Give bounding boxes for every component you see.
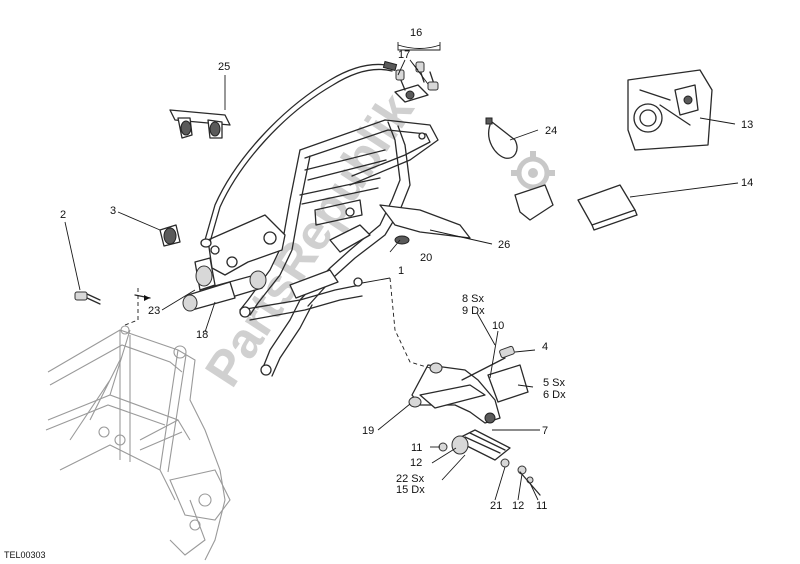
callout-26: 26 — [498, 239, 510, 251]
clamp-part-25 — [169, 109, 231, 139]
callout-11-c: 11 — [536, 500, 547, 512]
callout-20: 20 — [420, 252, 432, 264]
callout-10: 10 — [492, 320, 504, 332]
diagram-code: TEL00303 — [4, 550, 46, 560]
tool-pouch-13 — [627, 69, 713, 151]
callout-22-sx: 22 Sx — [396, 473, 425, 485]
callout-8-sx: 8 Sx — [462, 293, 485, 305]
callout-12-a: 12 — [410, 457, 422, 469]
callout-21: 21 — [490, 500, 502, 512]
callout-11-a: 11 — [411, 442, 422, 454]
link-bracket-assembly — [159, 214, 286, 312]
rear-subframe — [239, 119, 471, 377]
callout-19: 19 — [362, 425, 374, 437]
callout-23: 23 — [148, 305, 160, 317]
safety-cable-24 — [485, 117, 518, 159]
callout-3: 3 — [110, 205, 116, 217]
callout-24: 24 — [545, 125, 557, 137]
callout-13: 13 — [741, 119, 753, 131]
arrow-23 — [134, 294, 151, 301]
callout-18: 18 — [196, 329, 208, 341]
callout-14: 14 — [741, 177, 753, 189]
callout-15-dx: 15 Dx — [396, 484, 425, 496]
callout-17: 17 — [398, 49, 410, 61]
main-frame-ghost — [45, 325, 231, 561]
tag-card — [394, 184, 554, 245]
leader-lines — [64, 42, 739, 501]
seat-cable — [200, 60, 398, 248]
owner-manual-14 — [577, 184, 638, 231]
callout-12-b: 12 — [512, 500, 524, 512]
callout-labels: 1 2 3 4 5 Sx 6 Dx 7 8 Sx 9 Dx 10 11 11 1… — [60, 27, 753, 512]
callout-7: 7 — [542, 425, 548, 437]
callout-16: 16 — [410, 27, 422, 39]
callout-2: 2 — [60, 209, 66, 221]
callout-1: 1 — [398, 265, 404, 277]
bolt-part-2 — [74, 291, 101, 305]
footpeg-assembly — [408, 345, 541, 496]
callout-4: 4 — [542, 341, 548, 353]
seat-latch-16 — [394, 61, 439, 103]
callout-5-sx: 5 Sx — [543, 377, 566, 389]
callout-25: 25 — [218, 61, 230, 73]
callout-6-dx: 6 Dx — [543, 389, 566, 401]
callout-9-dx: 9 Dx — [462, 305, 485, 317]
